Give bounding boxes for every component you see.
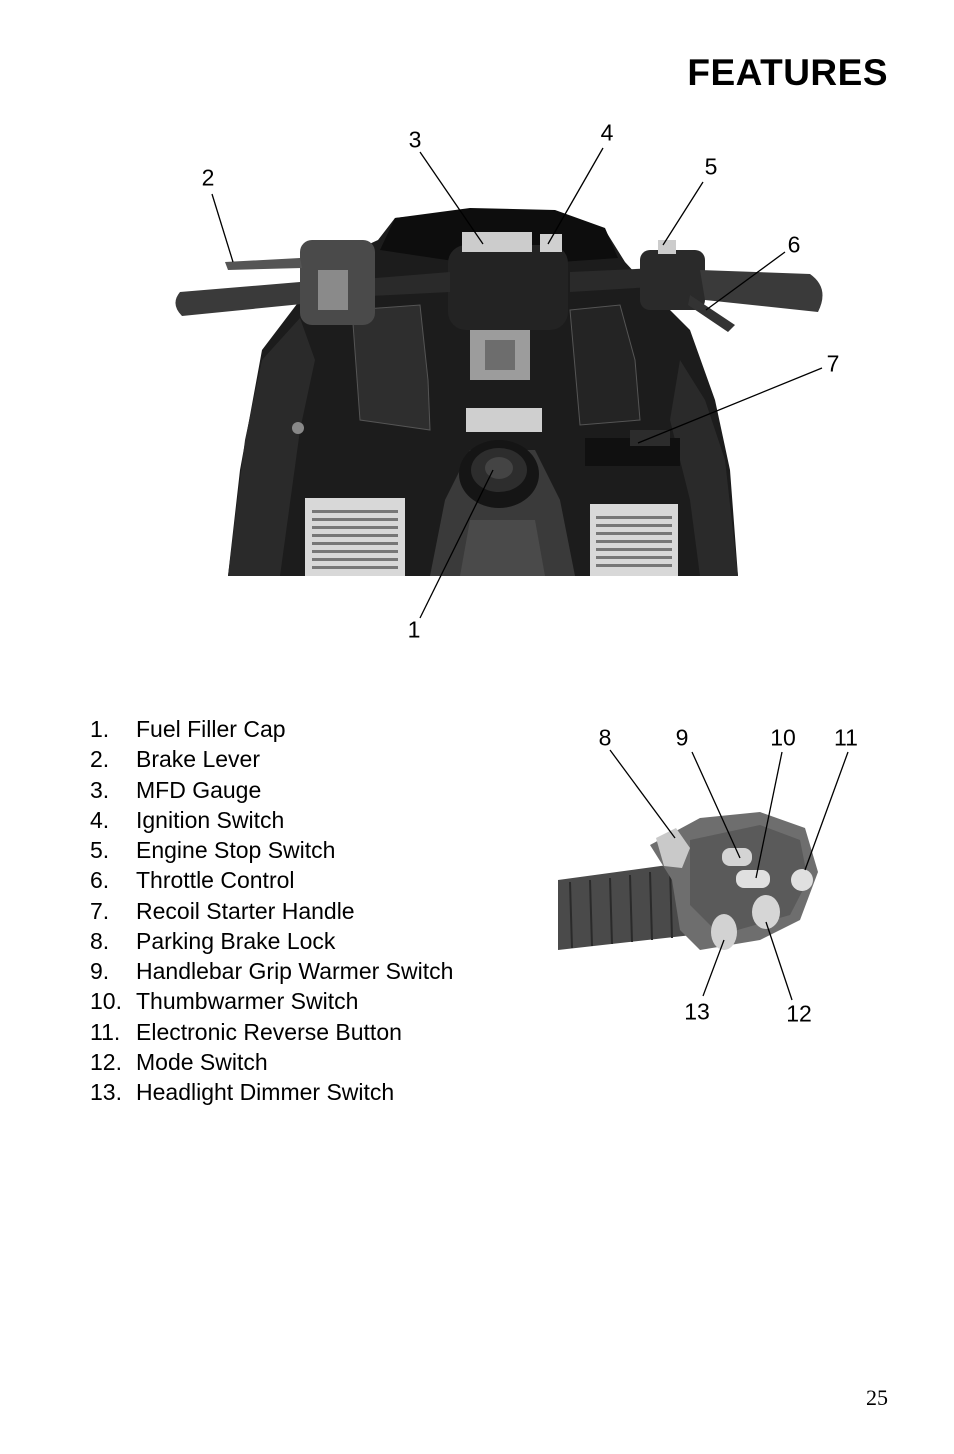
part-label: Handlebar Grip Warmer Switch bbox=[136, 958, 454, 984]
part-label: Headlight Dimmer Switch bbox=[136, 1079, 395, 1105]
part-label: Ignition Switch bbox=[136, 806, 285, 833]
list-item: 6.Throttle Control bbox=[90, 867, 295, 894]
part-label: MFD Gauge bbox=[136, 776, 262, 803]
callout-4: 4 bbox=[600, 119, 614, 146]
list-item: 12.Mode Switch bbox=[90, 1048, 268, 1075]
part-label: Recoil Starter Handle bbox=[136, 897, 355, 924]
callout-1: 1 bbox=[407, 616, 421, 643]
list-item: 4.Ignition Switch bbox=[90, 806, 285, 833]
console-photo bbox=[175, 208, 823, 576]
list-item: 2.Brake Lever bbox=[90, 746, 261, 773]
list-item: 9.Handlebar Grip Warmer Switch bbox=[90, 958, 454, 984]
part-label: Parking Brake Lock bbox=[136, 927, 336, 954]
list-item: 1.Fuel Filler Cap bbox=[90, 716, 286, 742]
callout-9: 9 bbox=[675, 724, 689, 751]
callout-2: 2 bbox=[201, 164, 215, 191]
callout-7: 7 bbox=[826, 350, 840, 377]
page-number: 25 bbox=[866, 1385, 888, 1410]
callout-5: 5 bbox=[704, 153, 718, 180]
hand-control-photo bbox=[558, 812, 818, 950]
list-item: 10.Thumbwarmer Switch bbox=[90, 988, 359, 1015]
callout-8: 8 bbox=[598, 724, 612, 751]
part-label: Fuel Filler Cap bbox=[136, 716, 286, 742]
list-item: 13.Headlight Dimmer Switch bbox=[90, 1079, 395, 1105]
callout-12: 12 bbox=[786, 1000, 812, 1027]
callout-3: 3 bbox=[408, 126, 422, 153]
part-label: Brake Lever bbox=[136, 746, 261, 773]
list-item: 5.Engine Stop Switch bbox=[90, 837, 336, 863]
part-label: Thumbwarmer Switch bbox=[136, 988, 359, 1015]
parts-list: 1.Fuel Filler Cap 2.Brake Lever 3.MFD Ga… bbox=[90, 714, 453, 1107]
list-item: 8.Parking Brake Lock bbox=[90, 927, 336, 954]
callout-10: 10 bbox=[770, 724, 796, 751]
part-label: Throttle Control bbox=[136, 867, 295, 894]
part-label: Mode Switch bbox=[136, 1048, 268, 1075]
page-title: FEATURES bbox=[687, 52, 888, 93]
part-label: Engine Stop Switch bbox=[136, 837, 336, 863]
callout-6: 6 bbox=[787, 231, 801, 258]
callout-13: 13 bbox=[684, 998, 710, 1025]
list-item: 7.Recoil Starter Handle bbox=[90, 897, 355, 924]
part-label: Electronic Reverse Button bbox=[136, 1018, 402, 1045]
callout-leaders-top bbox=[211, 147, 823, 619]
callout-leaders-bottom bbox=[609, 749, 849, 1001]
list-item: 3.MFD Gauge bbox=[90, 776, 262, 803]
callout-11: 11 bbox=[834, 724, 858, 751]
list-item: 11.Electronic Reverse Button bbox=[90, 1018, 402, 1045]
